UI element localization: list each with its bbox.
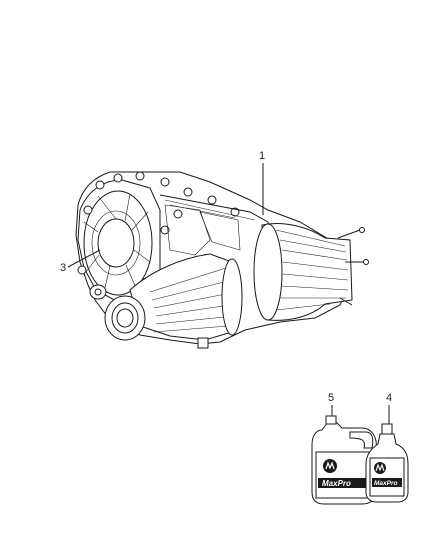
small-fluid-bottle: MaxPro [365,423,409,503]
large-jug-logo: MaxPro [322,479,351,488]
callout-5: 5 [328,392,334,416]
rear-studs [337,227,369,306]
callout-label: 3 [60,262,66,274]
transfer-case-assembly [75,171,369,349]
front-face-hub [97,218,135,268]
mopar-logo-icon [323,459,337,473]
callout-3: 3 [60,249,101,274]
callout-1: 1 [259,150,265,215]
small-bottle-logo: MaxPro [374,480,398,487]
callout-label: 1 [259,150,265,162]
mopar-logo-icon [374,462,386,474]
callout-label: 5 [328,392,334,404]
callout-4: 4 [386,392,392,424]
callout-label: 4 [386,392,392,404]
case-bolts [77,171,240,287]
large-fluid-jug: MaxPro [311,415,377,505]
